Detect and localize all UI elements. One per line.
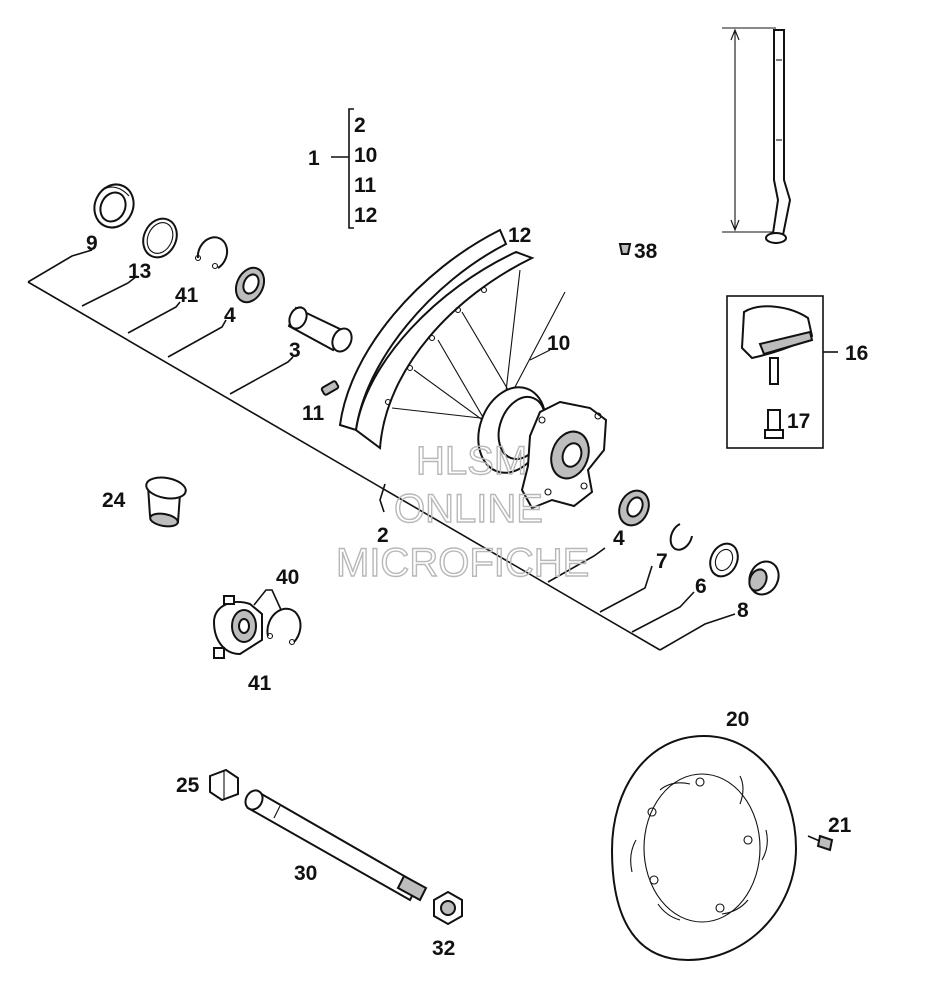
hub-2: [477, 386, 608, 510]
rim-12: [338, 228, 535, 450]
bearing-4-upper: [234, 266, 266, 304]
label-group-2: 2: [354, 114, 366, 137]
label-6: 6: [695, 575, 707, 598]
label-7: 7: [656, 550, 668, 573]
label-38: 38: [634, 240, 658, 263]
speedo-drive-40: [212, 589, 283, 659]
label-group-10: 10: [354, 144, 377, 167]
valve-nut-17: [764, 409, 784, 439]
label-10: 10: [547, 332, 570, 355]
label-24: 24: [102, 489, 126, 512]
tyre-valve-icon: [740, 305, 814, 385]
label-17: 17: [787, 410, 810, 433]
watermark-line-1: HLSM: [416, 439, 527, 483]
label-20: 20: [726, 708, 749, 731]
axle-nut-25: [209, 768, 239, 802]
spacer-8: [748, 560, 780, 596]
label-32: 32: [432, 937, 455, 960]
disc-bolt-21: [807, 834, 834, 852]
spoke-nipple-11: [320, 380, 340, 396]
o-ring-13: [142, 217, 178, 259]
spoke-icon: [722, 27, 792, 244]
spacer-bushing-24: [145, 476, 187, 528]
tyre-valve-box: [726, 295, 838, 449]
label-25: 25: [176, 774, 200, 797]
bearing-4-lower: [618, 489, 650, 527]
label-16: 16: [845, 342, 868, 365]
label-group-12: 12: [354, 204, 377, 227]
watermark-line-2: ONLINE: [394, 487, 543, 531]
spacer-tube-3: [287, 306, 353, 353]
watermark: HLSM ONLINE MICROFICHE: [335, 438, 590, 585]
part-labels: 1 2 10 11 12 9 13 41 4 3 11 12 10 38 16 …: [86, 114, 868, 960]
circlip-41-upper: [194, 236, 229, 270]
label-group-11: 11: [354, 174, 377, 197]
label-40: 40: [276, 566, 299, 589]
left-leader-lines: [27, 249, 736, 651]
valve-cap-38: [618, 243, 632, 255]
label-8: 8: [737, 599, 749, 622]
seal-ring-9: [93, 183, 135, 229]
seal-ring-6: [709, 542, 739, 578]
label-12: 12: [508, 224, 531, 247]
label-41-lower: 41: [248, 672, 272, 695]
circlip-7: [669, 523, 693, 551]
label-2: 2: [377, 524, 389, 547]
label-4-upper: 4: [224, 304, 236, 327]
label-11: 11: [302, 402, 325, 425]
kit-bracket: [331, 108, 354, 229]
label-41-upper: 41: [175, 284, 199, 307]
brake-disc-icon: [610, 734, 798, 962]
label-1: 1: [308, 147, 320, 170]
axle-30: [244, 789, 428, 902]
circlip-41-lower: [266, 607, 302, 646]
label-13: 13: [128, 260, 151, 283]
label-4-lower: 4: [613, 527, 625, 550]
label-3: 3: [289, 339, 301, 362]
label-9: 9: [86, 232, 98, 255]
axle-nut-32: [433, 890, 463, 926]
watermark-line-3: MICROFICHE: [336, 541, 589, 585]
label-30: 30: [294, 862, 317, 885]
label-21: 21: [828, 814, 852, 837]
